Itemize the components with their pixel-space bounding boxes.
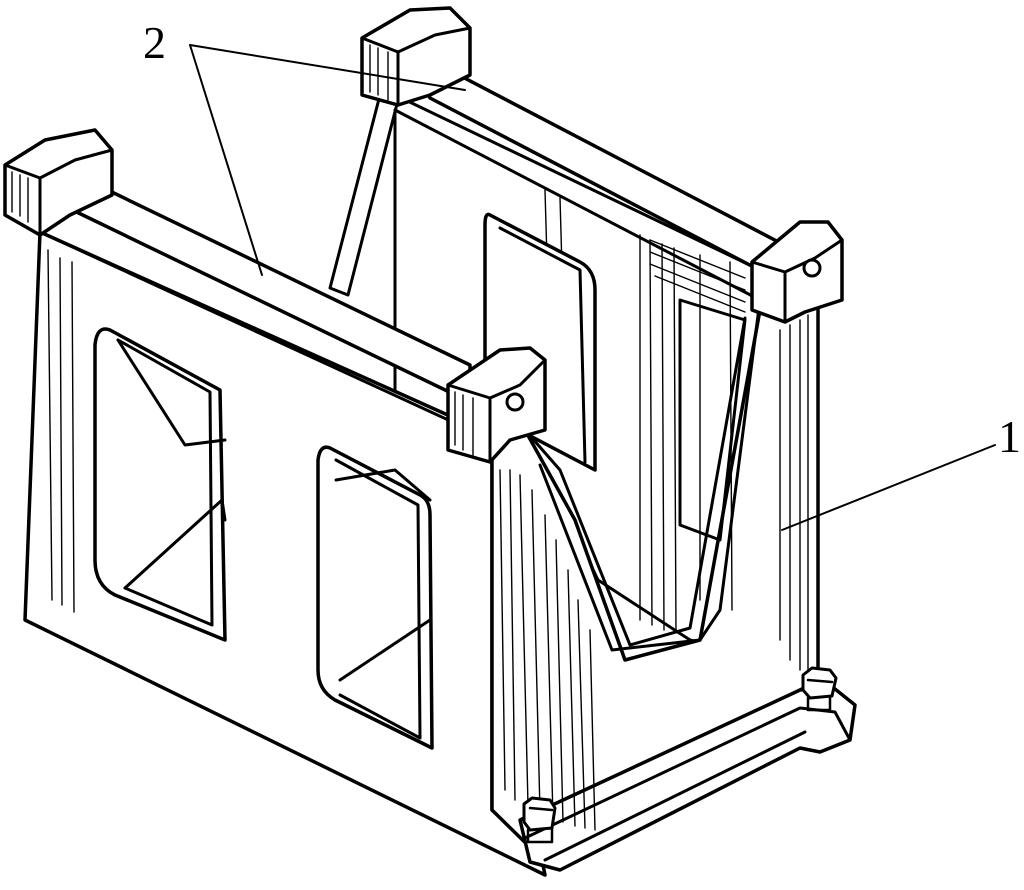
front-rail: [38, 230, 472, 432]
front-window-left: [93, 327, 227, 642]
back-rail: [393, 108, 762, 302]
callout-label-1: 1: [998, 411, 1021, 462]
end-block-back-left: [360, 6, 472, 107]
leader-2: [189, 44, 466, 276]
bolt-hole: [505, 392, 525, 412]
bolt-front: [522, 796, 557, 844]
front-window-right: [316, 445, 434, 750]
callout-label-2: 2: [143, 17, 166, 68]
end-block-front-right: [446, 346, 547, 464]
end-block-front-left: [3, 128, 114, 237]
bolt-hole: [802, 258, 822, 278]
bolt-back: [801, 666, 838, 712]
end-block-back-right: [750, 220, 844, 324]
back-strut: [328, 93, 400, 297]
leader-1: [781, 444, 996, 531]
frame-shading: [47, 189, 809, 831]
